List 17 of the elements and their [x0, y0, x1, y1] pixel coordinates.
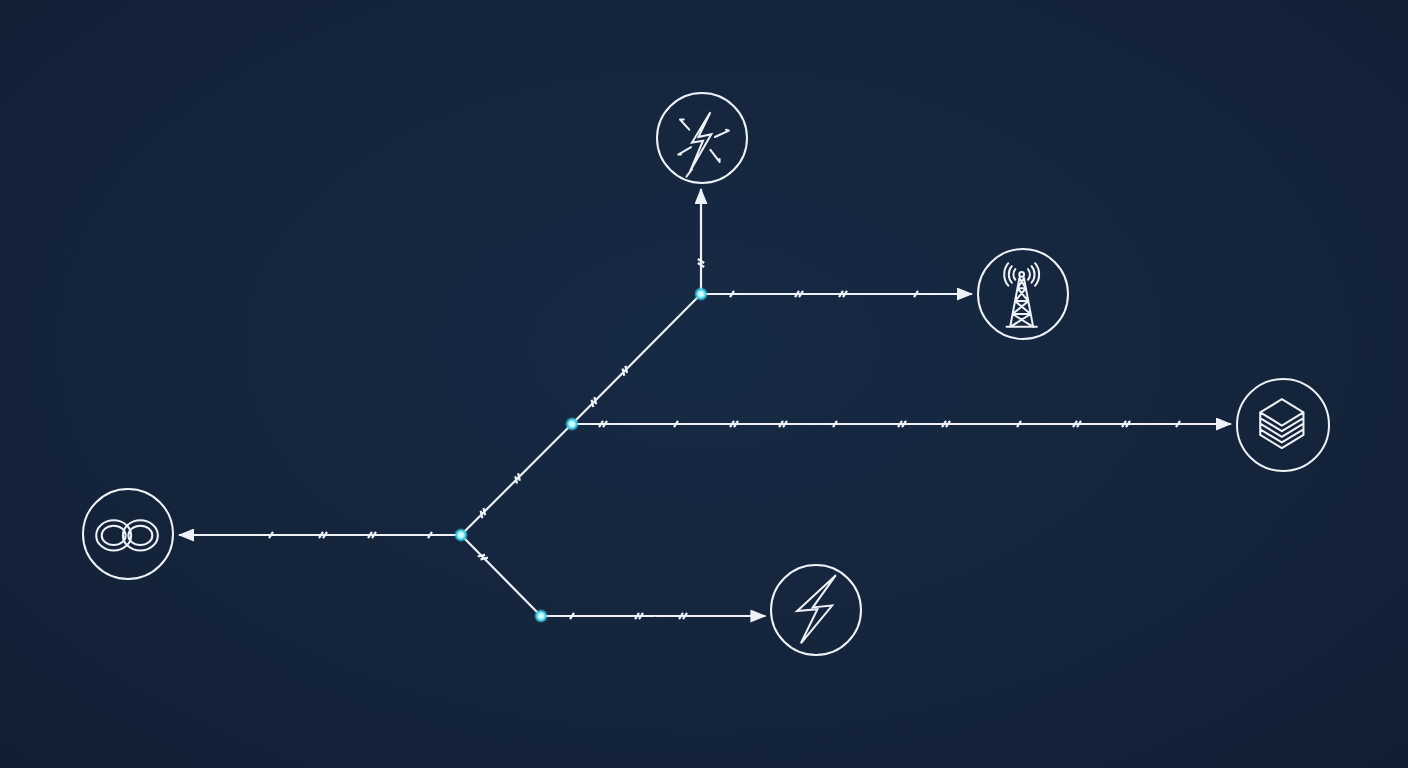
junction-dot	[454, 528, 468, 542]
arrow	[704, 287, 974, 301]
arrow	[694, 187, 708, 291]
arrow	[575, 417, 1233, 431]
junction-dot	[565, 417, 579, 431]
arrow	[177, 528, 458, 542]
branch-line	[574, 296, 699, 422]
circle-node	[1236, 378, 1330, 472]
circle-node	[770, 564, 862, 656]
branch-line	[463, 537, 539, 614]
circle-node	[656, 92, 748, 184]
circle-node	[82, 488, 174, 580]
junction-dot	[534, 609, 548, 623]
circle-node	[977, 248, 1069, 340]
arrow	[544, 609, 767, 623]
junction-dot	[694, 287, 708, 301]
branch-line	[463, 426, 570, 533]
